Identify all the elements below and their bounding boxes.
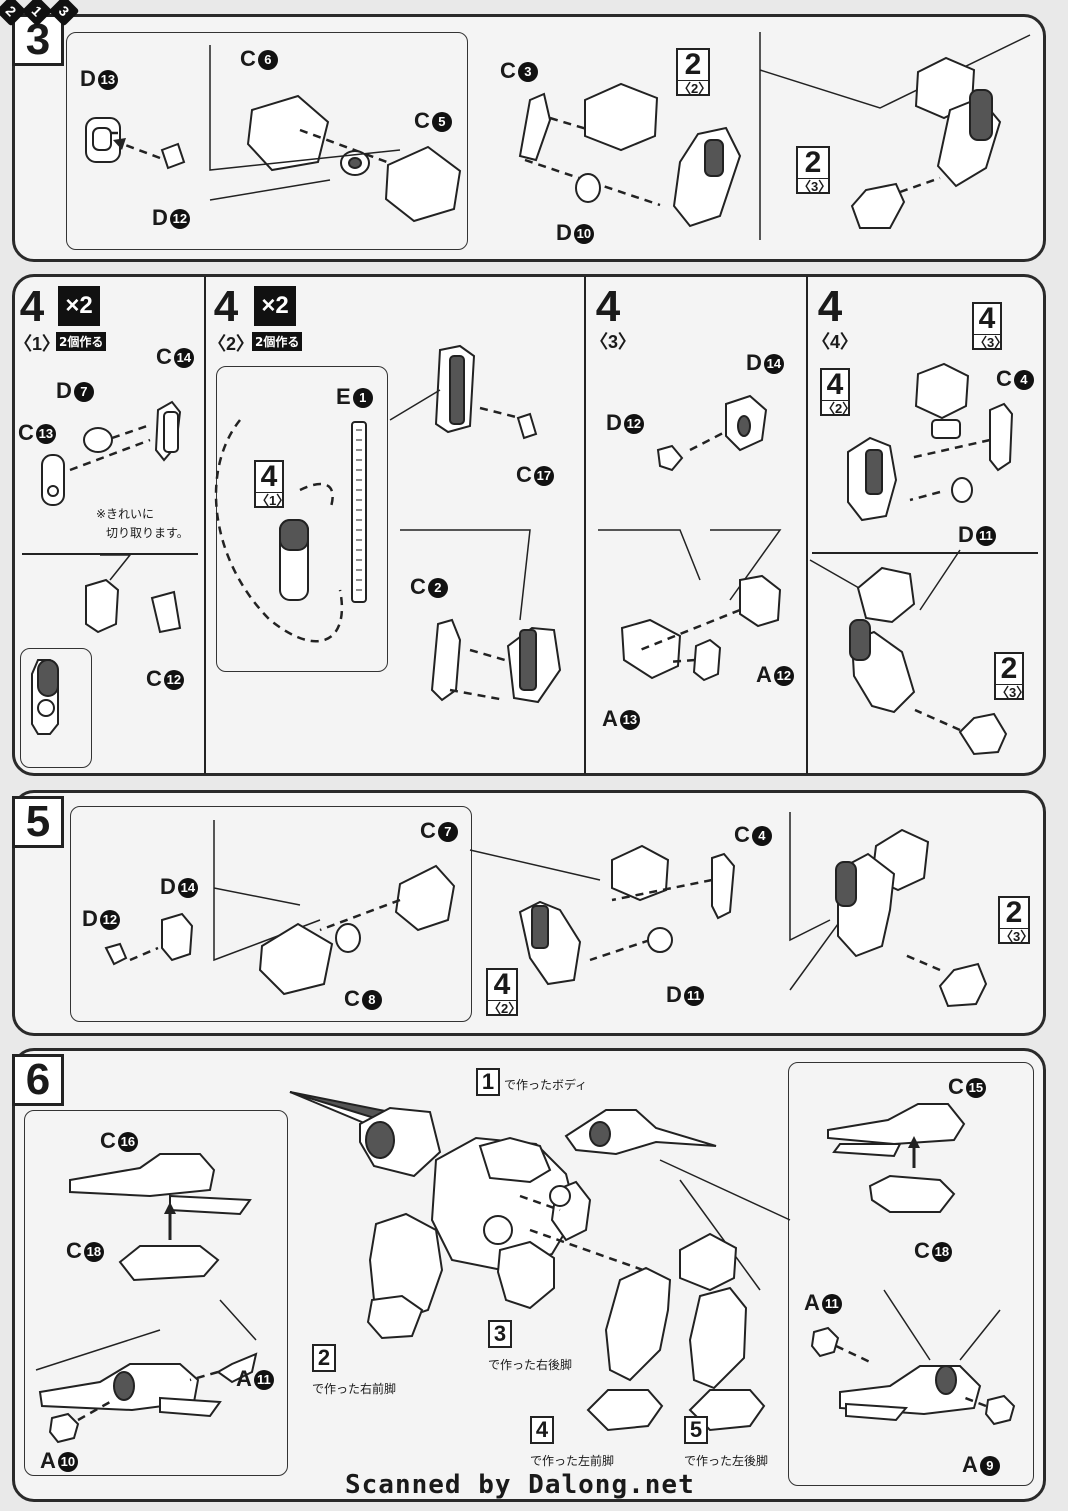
step-4-4-ref-4-3: 4〈3〉 bbox=[972, 302, 1008, 350]
step-4-4-number: 4 bbox=[817, 282, 843, 331]
step-6-number: 6 bbox=[12, 1054, 64, 1106]
step-3-ref-2-2: 2〈2〉 bbox=[676, 48, 712, 96]
step-4-4-sep bbox=[812, 552, 1038, 554]
step-4-2-sub: 〈2〉 bbox=[208, 334, 255, 354]
step-4-2-number: 4 bbox=[213, 282, 239, 331]
step-5-illustration bbox=[104, 812, 988, 1008]
step-4-1-make-two: 2個作る bbox=[56, 332, 107, 351]
step-4-1-note-line2: 切り取ります。 bbox=[106, 526, 189, 540]
step-3-illustration bbox=[85, 32, 1031, 240]
step-6-ref-left-rear-leg: 5 bbox=[684, 1416, 708, 1444]
step-6-ref-right-rear-leg: 3 bbox=[488, 1320, 512, 1348]
step-4-divider-1 bbox=[204, 276, 206, 774]
step-6-left-inset bbox=[24, 1110, 288, 1476]
step-4-4-ref-2-3: 2〈3〉 bbox=[994, 652, 1030, 700]
step-5-ref-4-2: 4〈2〉 bbox=[486, 968, 522, 1016]
step-5-number: 5 bbox=[12, 796, 64, 848]
step-6-right-inset bbox=[788, 1062, 1034, 1486]
step-4-2-inset-frame bbox=[216, 366, 388, 672]
scan-credit: Scanned by Dalong.net bbox=[345, 1470, 695, 1500]
step-6-ref-left-front-leg: 4 bbox=[530, 1416, 554, 1444]
step-4-4-ref-4-2: 4〈2〉 bbox=[820, 368, 856, 416]
step-4-1-detail-frame bbox=[20, 648, 92, 768]
step-6-ref-body-text: で作ったボディ bbox=[504, 1078, 588, 1092]
step-4-divider-2 bbox=[584, 276, 586, 774]
step-4-2-x2-badge: ×2 bbox=[254, 286, 296, 326]
step-6-ref-right-front-leg: 2 bbox=[312, 1344, 336, 1372]
step-6-ref-body: 1 bbox=[476, 1068, 500, 1096]
step-6-ref-left-front-leg-text: で作った左前脚 bbox=[530, 1454, 615, 1468]
step-4-1-sub: 〈1〉 bbox=[14, 334, 61, 354]
step-4-3-sub: 〈3〉 bbox=[590, 332, 637, 352]
step-5-ref-2-3: 2〈3〉 bbox=[998, 896, 1034, 944]
step-4-3-number: 4 bbox=[595, 282, 621, 331]
step-3-inset-frame bbox=[66, 32, 468, 250]
step-6-ref-right-rear-leg-text: で作った右後脚 bbox=[488, 1358, 573, 1372]
step-4-1-note-line1: ※きれいに bbox=[96, 507, 155, 521]
step-4-2-ref-4-1: 4〈1〉 bbox=[254, 460, 290, 508]
step-4-illustration bbox=[31, 344, 1014, 756]
step-4-1-x2-badge: ×2 bbox=[58, 286, 100, 326]
step-4-4-sub: 〈4〉 bbox=[812, 332, 859, 352]
step-5-inset-frame bbox=[70, 806, 472, 1022]
step-4-2-make-two: 2個作る bbox=[252, 332, 303, 351]
step-3-ref-2-3: 2〈3〉 bbox=[796, 146, 832, 194]
step-4-divider-3 bbox=[806, 276, 808, 774]
step-4-1-number: 4 bbox=[19, 282, 45, 331]
step-4-1-sep bbox=[22, 553, 198, 555]
step-6-ref-right-front-leg-text: で作った右前脚 bbox=[312, 1382, 397, 1396]
step-6-ref-left-rear-leg-text: で作った左後脚 bbox=[684, 1454, 769, 1468]
